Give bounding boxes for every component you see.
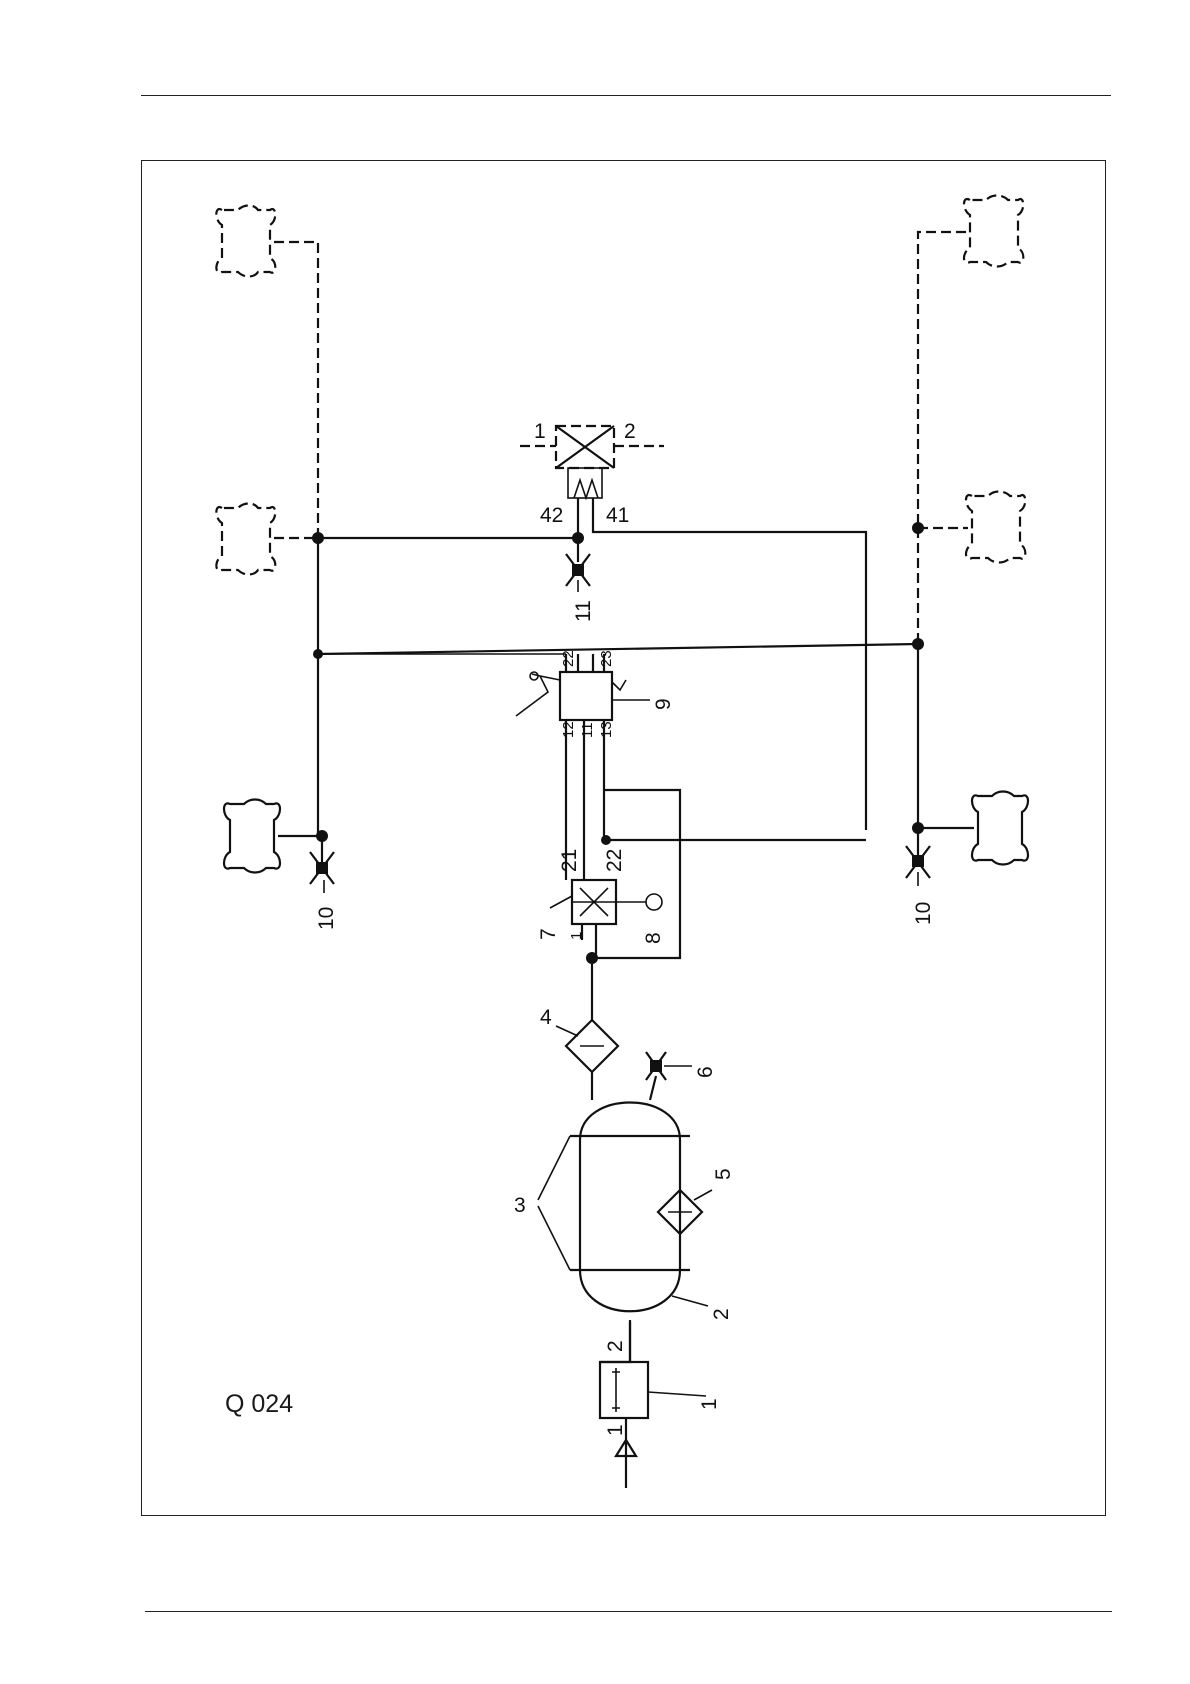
valve-7: 21 22 8 7 1 [537,849,665,964]
inlet-filter-1: 2 1 1 [600,1320,721,1488]
label-port-2: 2 [604,1340,627,1352]
label-9: 9 [652,698,675,710]
label-port-1: 1 [604,1424,627,1436]
brake-chamber-mid-right-icon [966,492,1025,563]
figure-code: Q 024 [225,1390,293,1419]
label-port-9-12: 12 [560,721,577,738]
brake-chamber-mid-left-icon [216,504,275,575]
label-1: 1 [698,1398,721,1410]
label-port-top-1: 1 [534,420,546,443]
label-2: 2 [710,1308,733,1320]
brake-chamber-bottom-left-icon [224,800,280,873]
label-11: 11 [572,600,595,622]
pressure-gauge-8-icon [646,894,662,910]
label-port-7-21: 21 [558,849,581,872]
top-control-valve: 1 2 42 41 [520,420,866,830]
drain-valve-11-icon: 11 [566,538,595,622]
label-port-7-22: 22 [603,849,626,872]
brake-chamber-bottom-right-icon [972,792,1028,865]
label-port-9-23: 23 [598,650,615,667]
label-7: 7 [537,928,560,940]
label-port-9-11: 11 [579,722,596,738]
footer-rule [145,1611,1112,1612]
label-port-7-1: 1 [568,932,585,940]
label-port-9-13: 13 [598,721,615,738]
label-port-41: 41 [606,504,629,527]
inlet-filter-1-icon [600,1362,648,1418]
label-4: 4 [540,1006,552,1029]
reservoir-2: 3 5 2 6 [514,1052,735,1320]
label-port-42: 42 [540,504,563,527]
brake-valve-9-icon [560,672,612,720]
label-8: 8 [642,932,665,944]
right-brake-branch: 10 [906,196,1028,926]
label-port-top-2: 2 [624,420,636,443]
label-10-right: 10 [912,902,935,925]
label-6: 6 [694,1066,717,1078]
label-5: 5 [712,1168,735,1180]
left-brake-branch: 10 [216,206,338,931]
filter-4: 4 [540,1006,618,1072]
brake-valve-9: 22 23 9 12 11 13 [318,650,675,738]
brake-chamber-top-right-icon [964,196,1023,267]
rear-circuit-line [318,644,918,654]
air-reservoir-icon [580,1103,680,1312]
pedal-lever-icon [516,674,560,716]
brake-chamber-top-left-icon [216,206,275,277]
label-3: 3 [514,1194,526,1217]
label-10-left: 10 [315,907,338,930]
label-port-9-22: 22 [560,650,577,667]
